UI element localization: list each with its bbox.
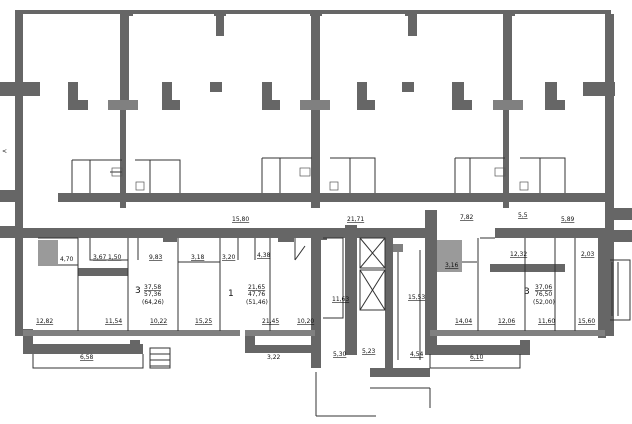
area-corridor-left: 15,80 [232, 216, 249, 223]
a3-with-balcony: (52,00) [533, 299, 555, 306]
corridor-walls [23, 193, 606, 242]
hatched-wet-zones [38, 240, 462, 272]
upper-fixtures [71, 157, 566, 193]
area-a2-room: 21,45 [262, 318, 279, 325]
area-corridor-right-a: 7,82 [460, 214, 474, 221]
area-a1-wc: 1,50 [108, 254, 122, 261]
apartment-3-labels: 3,16 12,32 2,03 3 37,06 76,50 (52,00) 14… [445, 251, 595, 361]
area-a1-room3: 10,22 [150, 318, 167, 325]
corridor-labels: 15,80 21,71 7,82 5,5 5,89 [232, 212, 575, 223]
area-a1-kitchen: 9,83 [149, 254, 163, 261]
area-stair-left: 11,63 [332, 296, 349, 303]
area-lobby-small: 4,54 [410, 351, 424, 358]
area-corridor-center: 21,71 [347, 216, 364, 223]
a2-total: 47,76 [248, 291, 265, 298]
area-a1-hall: 4,70 [60, 256, 74, 263]
area-a2-bath: 3,18 [191, 254, 205, 261]
column-walls [108, 10, 523, 208]
a3-rooms: 3 [524, 287, 530, 297]
area-stair-lobby-a: 5,30 [333, 351, 347, 358]
a1-rooms: 3 [135, 286, 141, 296]
pilasters [68, 82, 565, 110]
apartment-2-labels: 3,18 3,20 4,38 1 21,65 47,76 (51,46) 15,… [191, 252, 314, 361]
area-a3-hall: 10,20 [297, 318, 314, 325]
area-a1-bath: 3,67 [93, 254, 107, 261]
area-corridor-right-b: 5,5 [518, 212, 528, 219]
area-a1-room2: 11,54 [105, 318, 122, 325]
area-a3-bath: 3,16 [445, 262, 459, 269]
area-a3-kitchen: 12,32 [510, 251, 527, 258]
stair-labels: 11,63 5,30 5,23 15,53 4,54 [332, 294, 425, 358]
margin-mark: < [2, 148, 7, 155]
area-a3-balcony: 6,10 [470, 354, 484, 361]
area-a1-room1: 12,82 [36, 318, 53, 325]
a3-living: 37,06 [535, 284, 552, 291]
a1-total: 57,36 [144, 291, 161, 298]
area-a3-room3: 11,60 [538, 318, 555, 325]
area-stair-right: 15,53 [408, 294, 425, 301]
area-a3-wc: 2,03 [581, 251, 595, 258]
partitions [38, 237, 576, 360]
area-a3-room4: 15,60 [578, 318, 595, 325]
balconies [32, 259, 631, 417]
a3-total: 76,50 [535, 291, 552, 298]
area-a2-kitchen: 15,25 [195, 318, 212, 325]
a2-living: 21,65 [248, 284, 265, 291]
lower-walls [23, 210, 606, 377]
area-a2-hall: 4,38 [257, 252, 271, 259]
a1-living: 37,58 [144, 284, 161, 291]
a1-with-balcony: (64,26) [142, 299, 164, 306]
a2-rooms: 1 [228, 289, 234, 299]
apartment-1-labels: 4,70 3,67 1,50 9,83 3 37,58 57,36 (64,26… [36, 254, 167, 361]
area-a2-wc: 3,20 [222, 254, 236, 261]
area-stair-lobby-b: 5,23 [362, 348, 376, 355]
area-a3-room2: 12,06 [498, 318, 515, 325]
area-a2-balcony: 3,22 [267, 354, 281, 361]
a2-with-balcony: (51,46) [246, 299, 268, 306]
area-corridor-right-c: 5,89 [561, 216, 575, 223]
area-a1-balcony: 6,58 [80, 354, 94, 361]
area-a3-room1: 14,04 [455, 318, 472, 325]
